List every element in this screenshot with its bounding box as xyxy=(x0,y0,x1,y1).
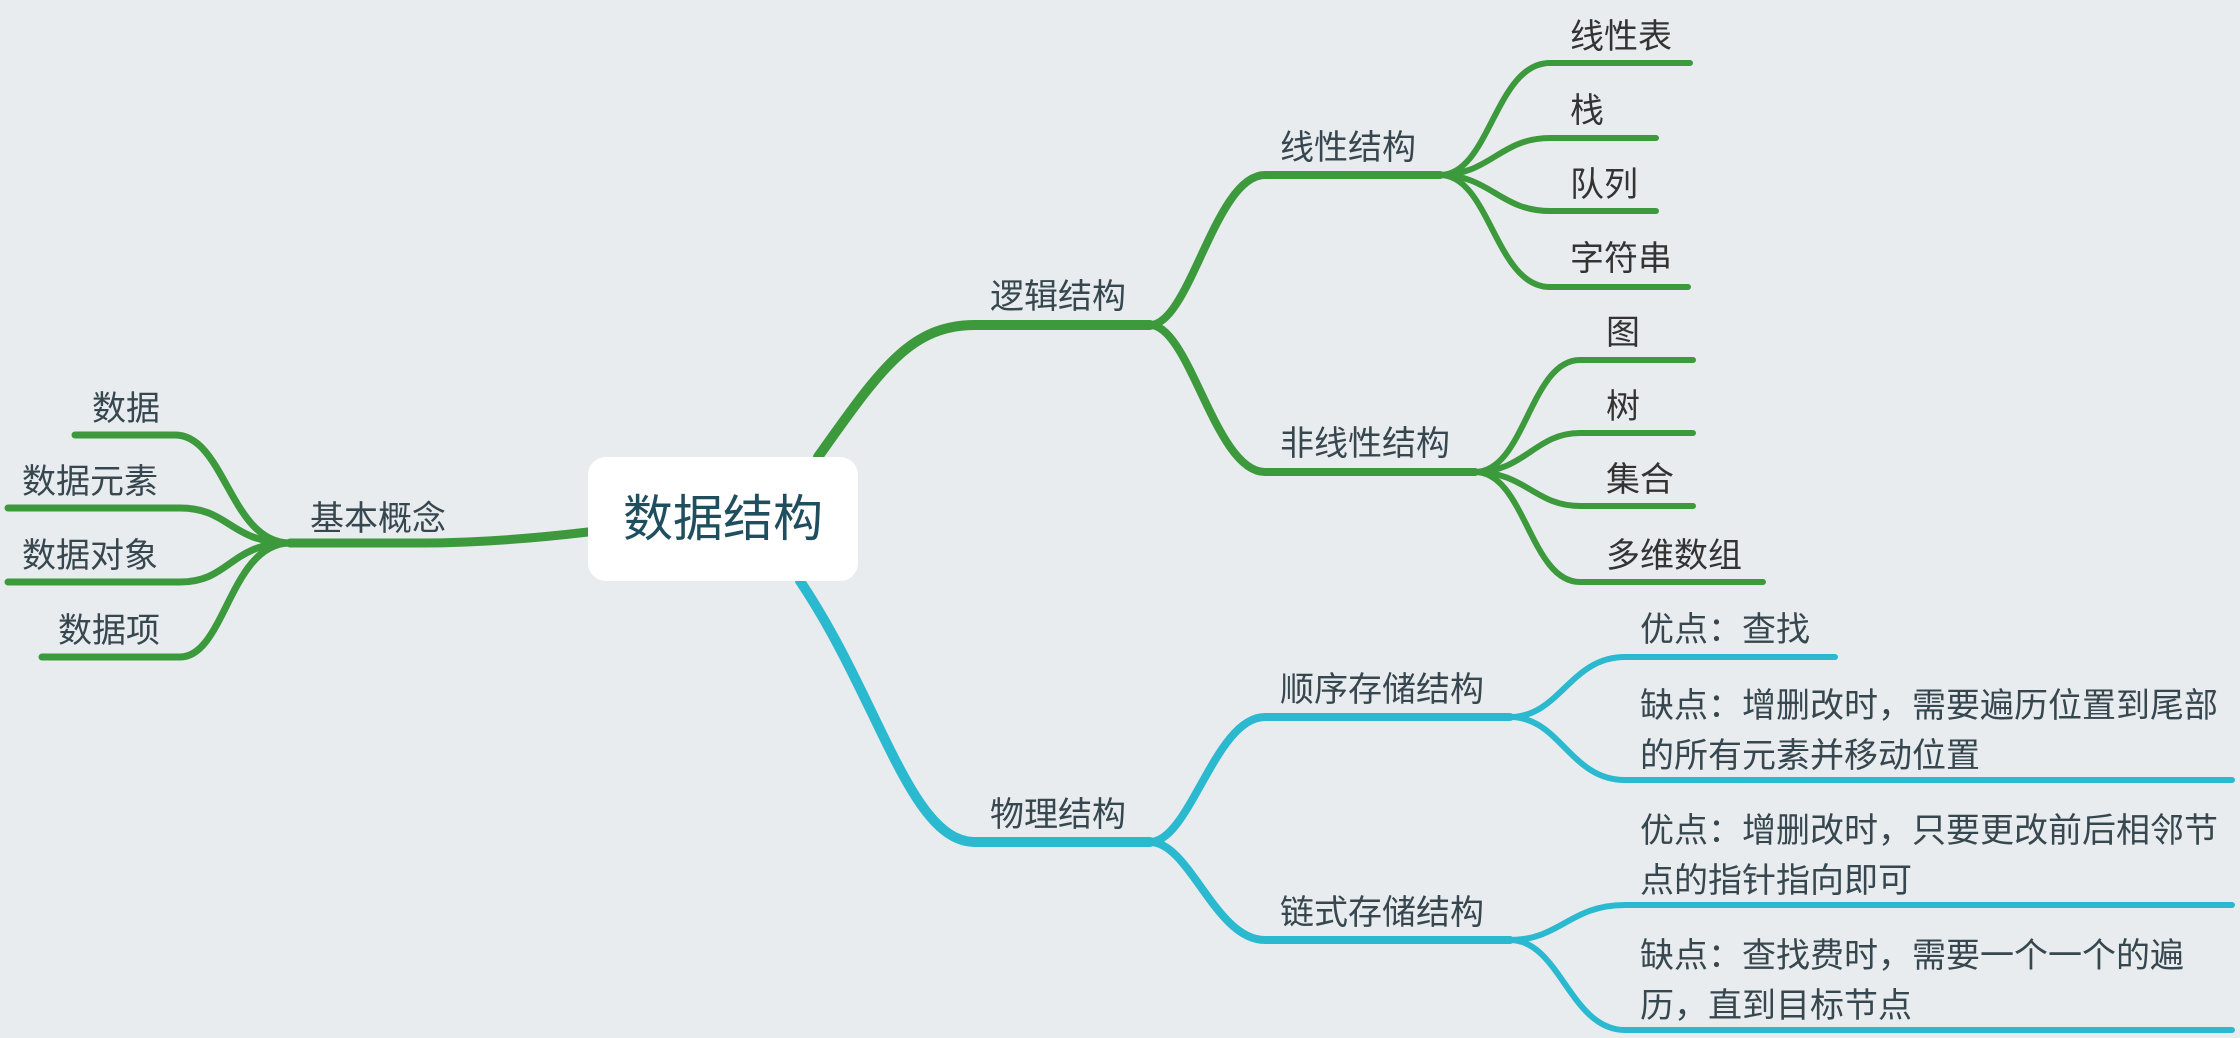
link-logical-linear xyxy=(1146,171,1444,329)
link-logical-nonlinear xyxy=(1146,321,1479,476)
link-linear-list xyxy=(1437,60,1693,178)
link-sequential-pro xyxy=(1507,654,1838,720)
node-linked-storage[interactable]: 链式存储结构 xyxy=(1280,893,1484,933)
link-root-physical xyxy=(795,576,1155,847)
link-linear-string xyxy=(1437,172,1691,290)
node-linked-con[interactable]: 缺点：查找费时，需要一个一个的遍历，直到目标节点 xyxy=(1640,936,2184,1026)
link-linear-stack xyxy=(1437,135,1659,178)
link-root-basic xyxy=(285,527,593,548)
node-basic-concepts[interactable]: 基本概念 xyxy=(310,499,446,539)
node-data[interactable]: 数据 xyxy=(92,389,160,429)
node-data-item[interactable]: 数据项 xyxy=(58,611,160,651)
link-physical-linked xyxy=(1146,838,1514,944)
link-nonlinear-array xyxy=(1472,469,1766,585)
link-nonlinear-tree xyxy=(1472,430,1696,475)
node-linked-pro[interactable]: 优点：增删改时，只要更改前后相邻节点的指针指向即可 xyxy=(1640,811,2218,901)
node-data-element[interactable]: 数据元素 xyxy=(22,462,158,502)
node-physical-structure[interactable]: 物理结构 xyxy=(990,795,1126,835)
root-node[interactable]: 数据结构 xyxy=(588,457,858,581)
link-linked-pro xyxy=(1507,902,2235,943)
node-sequential-storage[interactable]: 顺序存储结构 xyxy=(1280,670,1484,710)
node-linear-structure[interactable]: 线性结构 xyxy=(1280,128,1416,168)
node-set[interactable]: 集合 xyxy=(1606,460,1674,500)
node-logical-structure[interactable]: 逻辑结构 xyxy=(990,277,1126,317)
node-sequential-con[interactable]: 缺点：增删改时，需要遍历位置到尾部的所有元素并移动位置 xyxy=(1640,686,2218,776)
link-nonlinear-graph xyxy=(1472,357,1696,475)
node-multidim-array[interactable]: 多维数组 xyxy=(1606,536,1742,576)
root-label: 数据结构 xyxy=(623,490,823,548)
node-sequential-pro[interactable]: 优点：查找 xyxy=(1640,610,1810,650)
node-graph[interactable]: 图 xyxy=(1606,313,1640,353)
node-tree[interactable]: 树 xyxy=(1606,387,1640,427)
link-physical-sequential xyxy=(1146,713,1514,846)
node-nonlinear-structure[interactable]: 非线性结构 xyxy=(1280,424,1450,464)
node-string[interactable]: 字符串 xyxy=(1570,239,1672,279)
node-queue[interactable]: 队列 xyxy=(1570,165,1638,205)
link-linked-con xyxy=(1507,937,2235,1033)
link-basic-item xyxy=(38,539,294,661)
link-root-logical xyxy=(813,320,1155,462)
node-stack[interactable]: 栈 xyxy=(1570,91,1604,131)
link-sequential-con xyxy=(1507,714,2235,783)
node-linear-list[interactable]: 线性表 xyxy=(1570,17,1672,57)
node-data-object[interactable]: 数据对象 xyxy=(22,536,158,576)
